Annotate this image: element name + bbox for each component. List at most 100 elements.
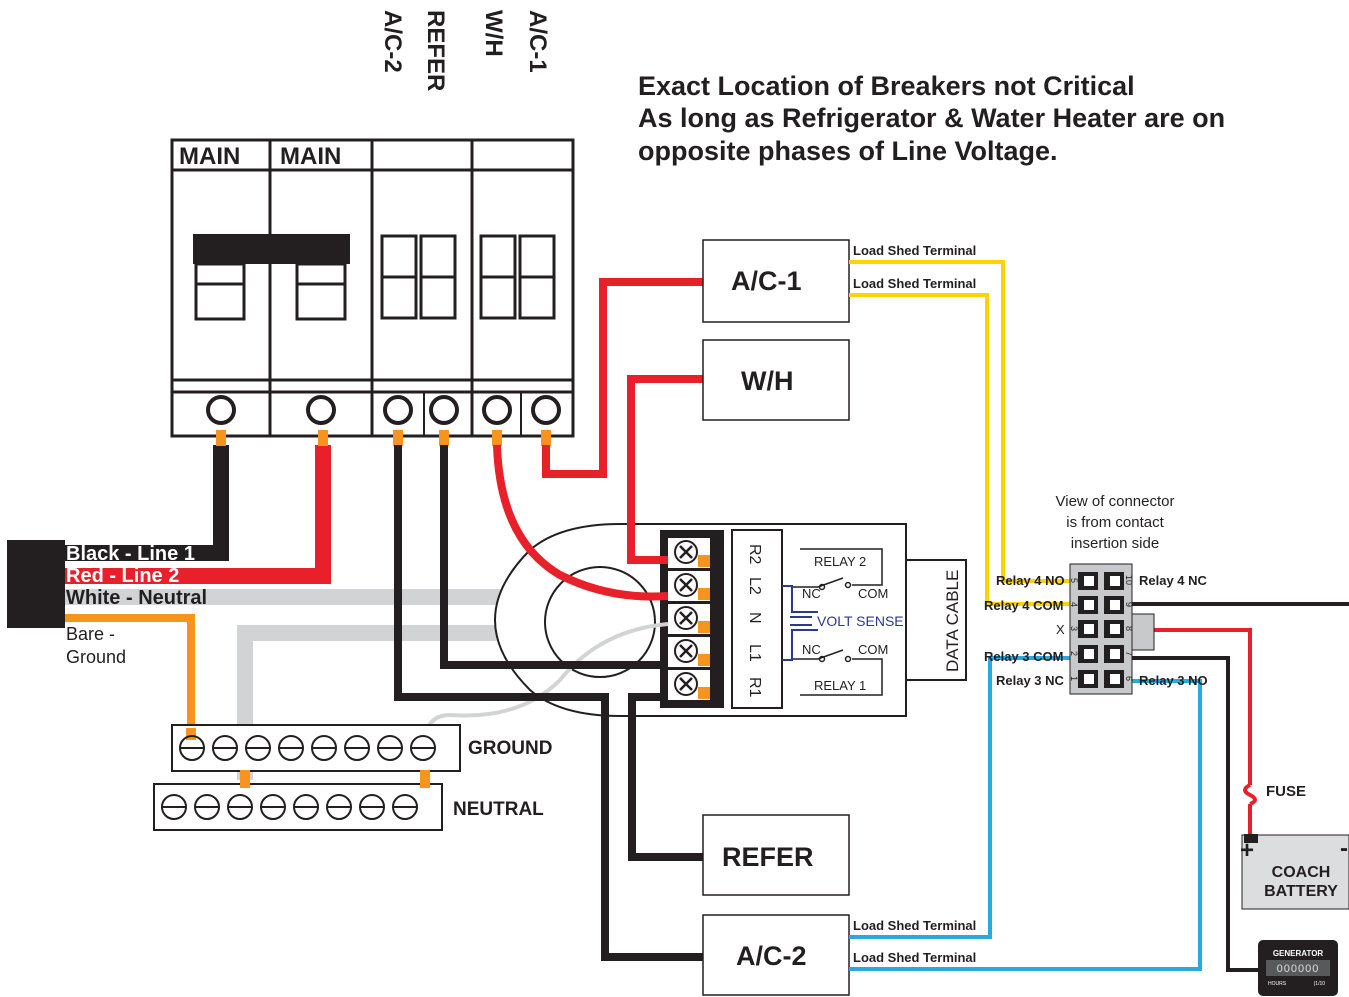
wire-blue-1: [849, 656, 1070, 939]
neutral-bar-label: NEUTRAL: [453, 799, 544, 820]
relay2-label: RELAY 2: [814, 554, 866, 569]
lug-stubs: [216, 430, 551, 446]
wire-black-refer: [440, 445, 668, 669]
pin-4: 4: [1069, 602, 1079, 607]
label-main-2: MAIN: [280, 143, 341, 170]
relay2-com: COM: [858, 586, 888, 601]
module-ct-ring: [544, 566, 656, 678]
load-label-ac2: A/C-2: [736, 941, 807, 971]
circuit-wires: [394, 278, 703, 961]
main-breaker-handle: [193, 234, 350, 264]
breaker-panel: [170, 138, 575, 438]
pin-8: 8: [1124, 626, 1134, 631]
wire-red-fuse: [1132, 628, 1252, 845]
lug-wh: [482, 395, 512, 425]
load-shed-1: Load Shed Terminal: [853, 243, 976, 258]
label-ac2-vertical: A/C-2: [379, 10, 406, 73]
service-cable-jacket: [7, 540, 65, 628]
relay-schematic: [792, 548, 883, 696]
wire-black-line1: [60, 445, 229, 561]
terminal-r1: R1: [746, 677, 763, 698]
pin-2: 2: [1069, 651, 1079, 656]
load-label-refer: REFER: [722, 842, 814, 872]
pin-5: 5: [1069, 578, 1079, 583]
wire-label-white: White - Neutral: [66, 587, 207, 609]
data-cable-box: [905, 559, 967, 681]
wire-bare-ground: [60, 614, 195, 735]
battery-plus: +: [1240, 837, 1254, 864]
lug-ac2: [383, 395, 413, 425]
ground-bar-label: GROUND: [468, 738, 552, 759]
wire-red-ac1: [542, 278, 703, 478]
coach-battery: [1241, 834, 1349, 910]
load-box-wh: [702, 339, 850, 421]
wire-label-black: Black - Line 1: [66, 543, 195, 565]
connector: [1069, 563, 1155, 695]
wire-yellow-1: [849, 260, 1070, 583]
wire-label-red: Red - Line 2: [66, 565, 179, 587]
breaker-vertical-labels: A/C-2 REFER W/H A/C-1: [379, 10, 551, 91]
volt-sense-label: VOLT SENSE: [817, 613, 904, 629]
pin-10: 10: [1124, 575, 1134, 585]
battery-minus: -: [1340, 835, 1348, 862]
wire-label-ground: Ground: [66, 647, 126, 667]
generator-hour-meter: [1258, 940, 1338, 996]
data-cable-label: DATA CABLE: [943, 570, 962, 672]
relay4-com-label: Relay 4 COM: [984, 598, 1063, 613]
load-box-ac2: [702, 914, 850, 996]
label-ac1-vertical: A/C-1: [524, 10, 551, 73]
lug-main-2: [306, 395, 336, 425]
load-boxes: [702, 239, 850, 996]
wire-blue-2: [849, 679, 1202, 971]
pin-6: 6: [1124, 676, 1134, 681]
wire-black-meter: [1132, 656, 1258, 972]
heading: Exact Location of Breakers not Critical …: [638, 71, 1225, 166]
relay3-nc-label: Relay 3 NC: [996, 673, 1065, 688]
relay1-nc: NC: [802, 642, 821, 657]
heading-line-3: opposite phases of Line Voltage.: [638, 136, 1058, 166]
load-box-ac1: [702, 239, 850, 323]
relay1-com: COM: [858, 642, 888, 657]
connector-note-2: is from contact: [1066, 514, 1164, 531]
lug-refer: [429, 395, 459, 425]
hour-meter-tenths: |1/10: [1314, 981, 1325, 987]
connector-note-3: insertion side: [1071, 535, 1159, 552]
pin-x-label: X: [1056, 622, 1065, 637]
wire-label-bare: Bare -: [66, 624, 115, 644]
label-refer-vertical: REFER: [422, 10, 449, 91]
heading-line-1: Exact Location of Breakers not Critical: [638, 71, 1135, 101]
pin-7: 7: [1124, 651, 1134, 656]
wire-red-r2-wh: [627, 375, 703, 564]
wire-red-line2: [60, 445, 331, 584]
hour-meter-hours: HOURS: [1268, 981, 1287, 987]
load-shed-3: Load Shed Terminal: [853, 918, 976, 933]
battery-label-2: BATTERY: [1264, 883, 1338, 900]
pin-1: 1: [1069, 676, 1079, 681]
battery-label-1: COACH: [1272, 864, 1331, 881]
relay4-no-label: Relay 4 NO: [996, 573, 1065, 588]
battery-wires: [1132, 602, 1349, 972]
pin-9: 9: [1124, 602, 1134, 607]
label-wh-vertical: W/H: [480, 10, 507, 57]
relay4-nc-label: Relay 4 NC: [1139, 573, 1208, 588]
terminal-n: N: [746, 612, 763, 624]
load-shed-wires: [849, 260, 1202, 971]
relay3-no-label: Relay 3 NO: [1139, 673, 1208, 688]
wire-yellow-2: [849, 293, 1070, 606]
hour-meter-title: GENERATOR: [1273, 949, 1324, 958]
fuse-symbol: [1243, 783, 1257, 806]
heading-line-2: As long as Refrigerator & Water Heater a…: [638, 103, 1225, 133]
lug-main-1: [206, 395, 236, 425]
load-shed-2: Load Shed Terminal: [853, 276, 976, 291]
relay1-label: RELAY 1: [814, 678, 866, 693]
terminal-l2: L2: [746, 577, 763, 595]
connector-note-1: View of connector: [1056, 493, 1175, 510]
fuse-label: FUSE: [1266, 783, 1306, 800]
wire-neutral-sense: [423, 622, 669, 780]
terminal-r2: R2: [746, 544, 763, 565]
wire-black-r1-refer: [628, 693, 703, 861]
wire-red-wh-l2: [493, 444, 669, 601]
load-shed-4: Load Shed Terminal: [853, 950, 976, 965]
load-label-wh: W/H: [741, 366, 793, 396]
